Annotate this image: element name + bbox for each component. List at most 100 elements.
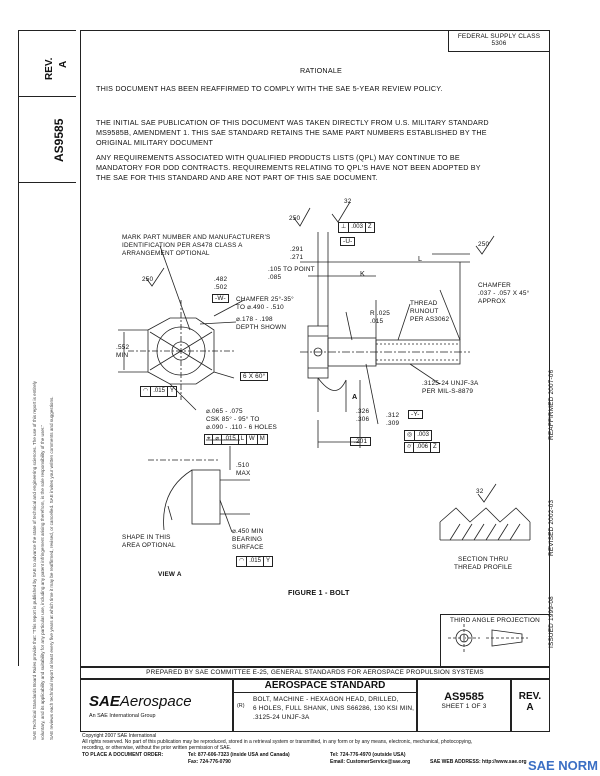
dim-326: .326 [356,408,370,415]
rev-label: REV. [518,691,542,702]
r-mark: (R) [237,703,245,709]
chamfer-right-value: .037 - .057 X 45° [478,290,530,297]
chamfer-right-label: CHAMFER [478,282,511,289]
description: BOLT, MACHINE - HEXAGON HEAD, DRILLED, 6… [253,695,414,722]
side-rule-mid2 [18,182,76,183]
thread-runout-l2: RUNOUT [410,308,439,315]
gdt-hole-tol: .015 [222,435,239,444]
chamfer-right-approx: APPROX [478,298,506,305]
para1-line1: THE INITIAL SAE PUBLICATION OF THIS DOCU… [96,118,489,127]
dim-306: .306 [356,416,370,423]
desc-l1: BOLT, MACHINE - HEXAGON HEAD, DRILLED, [253,696,399,703]
surface-250-a: 250 [142,276,154,283]
dim-552-value: .552 [116,344,130,351]
datum-w: -W- [212,294,229,303]
sae-logo: SAEAerospace [89,693,192,710]
drawing-frame [80,30,550,668]
gdt-015-y2-datum: Y [265,558,270,564]
desc-l3: .3125-24 UNJF-3A [253,714,310,721]
dim-326-306: .326 .306 [356,408,369,424]
contact-block-1: Tel: 877-606-7323 (inside USA and Canada… [188,752,290,766]
side-rule-mid [18,96,76,97]
mark-note-line2: IDENTIFICATION PER AS478 CLASS A [122,242,243,249]
radius-015: .015 [370,318,384,325]
gdt-006-z: ⌭ .006 Z [404,442,440,453]
desc-l2: 6 HOLES, FULL SHANK, UNS S66286, 130 KSI… [253,705,415,712]
dim-552: .552 MIN [116,344,129,360]
bearing-l2: BEARING [232,536,263,543]
federal-supply-class-label: FEDERAL SUPPLY CLASS [457,33,541,40]
dim-201: .201 [350,437,372,446]
gdt-006-symbol-icon: ⌭ [405,443,415,452]
shape-note-l1: SHAPE IN THIS [122,534,171,541]
gdt-003-z: ⊥ .003 Z [338,222,375,233]
para2-line2: MANDATORY FOR DOD CONTRACTS. REQUIREMENT… [96,163,481,172]
radius-note: R .025 .015 [370,310,390,326]
fax: Fax: 724-776-0790 [188,759,231,765]
gdt-hole-datum-l: L [239,435,248,444]
gdt-hole-mod: M [259,436,265,442]
gdt-hole-datum-w: W [247,435,258,444]
shape-note: SHAPE IN THIS AREA OPTIONAL [122,534,176,550]
gdt-symbol-icon: ◠ [141,387,152,396]
thread-profile [439,507,531,523]
hole-csk: CSK 85° - 95° TO [206,416,260,423]
mark-note-line1: MARK PART NUMBER AND MANUFACTURER'S [122,234,271,241]
bearing-l3: SURFACE [232,544,264,551]
web-address[interactable]: SAE WEB ADDRESS: http://www.sae.org [430,759,527,765]
gdt-015-y-value: .015 [151,387,168,396]
thread-runout-l1: THREAD [410,300,438,307]
gdt-015-y2-value: .015 [247,557,264,566]
surface-250-c: 250 [478,241,490,248]
bearing-l1: ⌀.450 MIN [232,528,264,535]
thread-spec-per: PER MIL-S-8879 [422,388,474,395]
hole-065: ⌀.065 - .075 [206,408,243,415]
deg-6x60: 6 X 60° [240,372,269,381]
gdt-hole-dia: ⌀ [213,435,223,444]
gdt-003: ◎ .003 [404,430,432,441]
section-l1: SECTION THRU [457,556,509,563]
prepared-by: PREPARED BY SAE COMMITTEE E-25, GENERAL … [146,669,484,676]
para1-line2: MS9585B, AMENDMENT 1. THIS SAE STANDARD … [96,128,487,137]
contact-block-2: Tel: 724-776-4970 (outside USA) Email: C… [330,752,410,766]
copyright-3: recording, or otherwise, without the pri… [82,745,232,751]
gdt-003-z-datum: Z [367,224,372,230]
copyright-2: All rights reserved. No part of this pub… [82,739,473,745]
gdt-003-z-symbol: ⊥ [339,223,350,232]
sae-norm-watermark: SAE NORM [527,758,598,773]
paragraph-2: ANY REQUIREMENTS ASSOCIATED WITH QUALIFI… [96,153,481,183]
gdt-003-value: .003 [417,432,429,438]
federal-supply-class-box: FEDERAL SUPPLY CLASS 5306 [448,30,550,52]
surface-250-b: 250 [289,215,301,222]
gdt-015-y2: ◠ .015 Y [236,556,273,567]
dim-k: K [360,269,365,278]
drill-178: ⌀.178 - .198 [236,316,273,323]
depth-shown: DEPTH SHOWN [236,324,287,331]
thread-spec: .3125-24 UNJF-3A PER MIL-S-8879 [422,380,478,396]
figure-caption: FIGURE 1 - BOLT [288,588,350,597]
logo-aerospace: Aerospace [119,693,192,710]
dim-510: .510 MAX [236,462,250,478]
thread-runout-l3: PER AS3062 [410,316,450,323]
gdt-006-value: .006 [414,443,431,452]
view-a-arrow-label: A [352,392,358,401]
order-label: TO PLACE A DOCUMENT ORDER: [82,752,164,758]
shape-note-l2: AREA OPTIONAL [122,542,176,549]
rationale-title: RATIONALE [300,66,343,75]
mark-note: MARK PART NUMBER AND MANUFACTURER'S IDEN… [122,234,270,258]
gdt-003-symbol-icon: ◎ [405,431,416,440]
sheet-number: SHEET 1 OF 3 [441,703,487,710]
to-point: TO POINT [283,266,315,273]
gdt-015-y2-icon: ◠ [237,557,248,566]
doc-number-cell: AS9585 SHEET 1 OF 3 [416,678,512,732]
dim-32-top: 32 [344,198,352,205]
third-angle-box: THIRD ANGLE PROJECTION [440,614,550,668]
view-a-head [191,469,221,525]
copyright-1: Copyright 2007 SAE International [82,733,157,739]
dim-291-271: .291 .271 [290,246,303,262]
dim-32-section: 32 [476,488,484,495]
section-note: SECTION THRU THREAD PROFILE [454,556,512,572]
third-angle-label: THIRD ANGLE PROJECTION [450,617,540,624]
para2-line3: THE SAE FOR THIS STANDARD AND ARE NOT PA… [96,173,378,182]
chamfer-25: CHAMFER 25°-35° [236,296,294,303]
